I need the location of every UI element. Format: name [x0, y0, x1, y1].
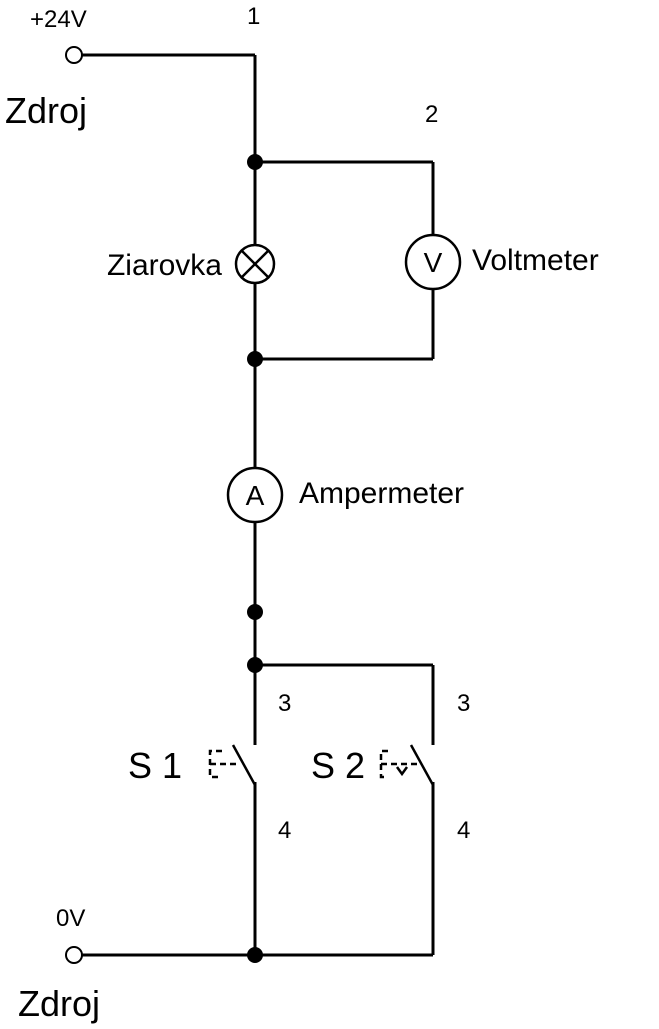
ammeter-label: Ampermeter [299, 477, 464, 510]
wire-number-2: 2 [425, 101, 438, 128]
ammeter-letter: A [246, 480, 265, 511]
wire-number-1: 1 [247, 3, 260, 30]
switch-s1-label: S 1 [128, 745, 182, 786]
supply-plus-label: +24V [30, 6, 87, 33]
wire-number-s2-top: 3 [457, 690, 470, 717]
voltmeter-symbol: V [404, 233, 462, 291]
pushbutton-icon [208, 749, 240, 779]
lamp-label: Ziarovka [107, 249, 222, 282]
switch-s2-label: S 2 [311, 745, 365, 786]
wire-number-s1-top: 3 [278, 690, 291, 717]
junction-node [247, 154, 263, 170]
roller-actuator-icon [379, 749, 418, 779]
junction-node [247, 657, 263, 673]
switch-s1-blade [231, 744, 257, 786]
lamp-symbol [234, 243, 276, 285]
supply-terminal-zero [65, 946, 83, 964]
junctions [247, 154, 263, 963]
supply-bottom-name: Zdroj [18, 983, 100, 1024]
supply-top-name: Zdroj [5, 90, 87, 131]
voltmeter-letter: V [424, 247, 443, 278]
switch-s1-symbol [208, 744, 257, 786]
voltmeter-label: Voltmeter [472, 244, 599, 277]
supply-terminal-plus [65, 46, 83, 64]
junction-node [247, 604, 263, 620]
switch-s2-symbol [379, 744, 435, 786]
wire-number-s1-bottom: 4 [278, 817, 291, 844]
switch-s2-blade [409, 744, 435, 786]
junction-node [247, 947, 263, 963]
supply-zero-label: 0V [56, 905, 85, 932]
roller-v-mark [395, 766, 409, 777]
ammeter-symbol: A [226, 466, 284, 524]
junction-node [247, 351, 263, 367]
wire-number-s2-bottom: 4 [457, 817, 470, 844]
